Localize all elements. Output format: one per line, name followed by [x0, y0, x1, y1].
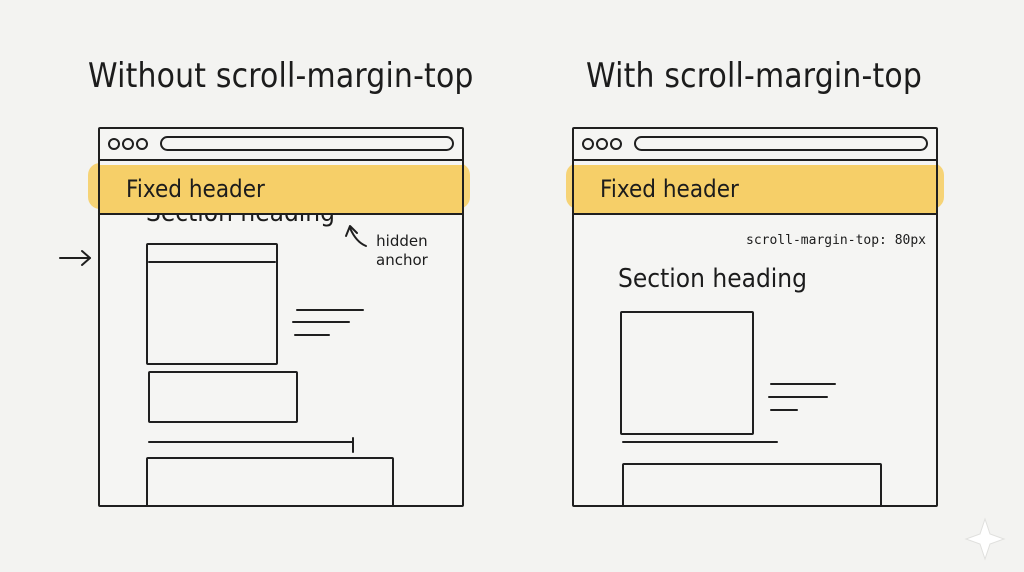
text-line — [770, 409, 798, 411]
right-browser-window: Fixed header scroll-margin-top: 80px Sec… — [572, 127, 938, 507]
right-section-heading: Section heading — [618, 264, 807, 294]
sparkle-icon — [964, 517, 1006, 561]
text-line — [768, 396, 828, 398]
content-box-divider — [148, 261, 276, 263]
fixed-header-label: Fixed header — [126, 175, 265, 203]
window-dot-icon — [582, 138, 594, 150]
text-line — [148, 441, 354, 443]
hidden-anchor-annotation: hidden anchor — [376, 232, 428, 270]
right-fixed-header: Fixed header — [574, 165, 936, 215]
annotation-line: anchor — [376, 251, 428, 269]
annotation-line: hidden — [376, 232, 428, 250]
text-line — [770, 383, 836, 385]
window-dot-icon — [610, 138, 622, 150]
right-panel-title: With scroll-margin-top — [586, 56, 923, 96]
text-line — [292, 321, 350, 323]
arrow-right-icon — [59, 250, 91, 266]
address-bar — [634, 136, 928, 151]
left-browser-window: Fixed header Section heading — [98, 127, 464, 507]
right-browser-toolbar — [574, 129, 936, 161]
content-image-box — [620, 311, 754, 435]
content-block — [148, 371, 298, 423]
fixed-header-label: Fixed header — [600, 175, 739, 203]
content-block — [622, 463, 882, 505]
text-line — [294, 334, 330, 336]
content-block — [146, 457, 394, 505]
left-fixed-header: Fixed header — [100, 165, 462, 215]
address-bar — [160, 136, 454, 151]
window-dot-icon — [122, 138, 134, 150]
left-browser-toolbar — [100, 129, 462, 161]
left-panel-title: Without scroll-margin-top — [88, 56, 474, 96]
text-line — [352, 437, 354, 453]
window-dot-icon — [108, 138, 120, 150]
window-dot-icon — [136, 138, 148, 150]
content-image-box — [146, 243, 278, 365]
window-dot-icon — [596, 138, 608, 150]
text-line — [296, 309, 364, 311]
scroll-margin-note: scroll-margin-top: 80px — [746, 233, 927, 248]
text-line — [622, 441, 778, 443]
